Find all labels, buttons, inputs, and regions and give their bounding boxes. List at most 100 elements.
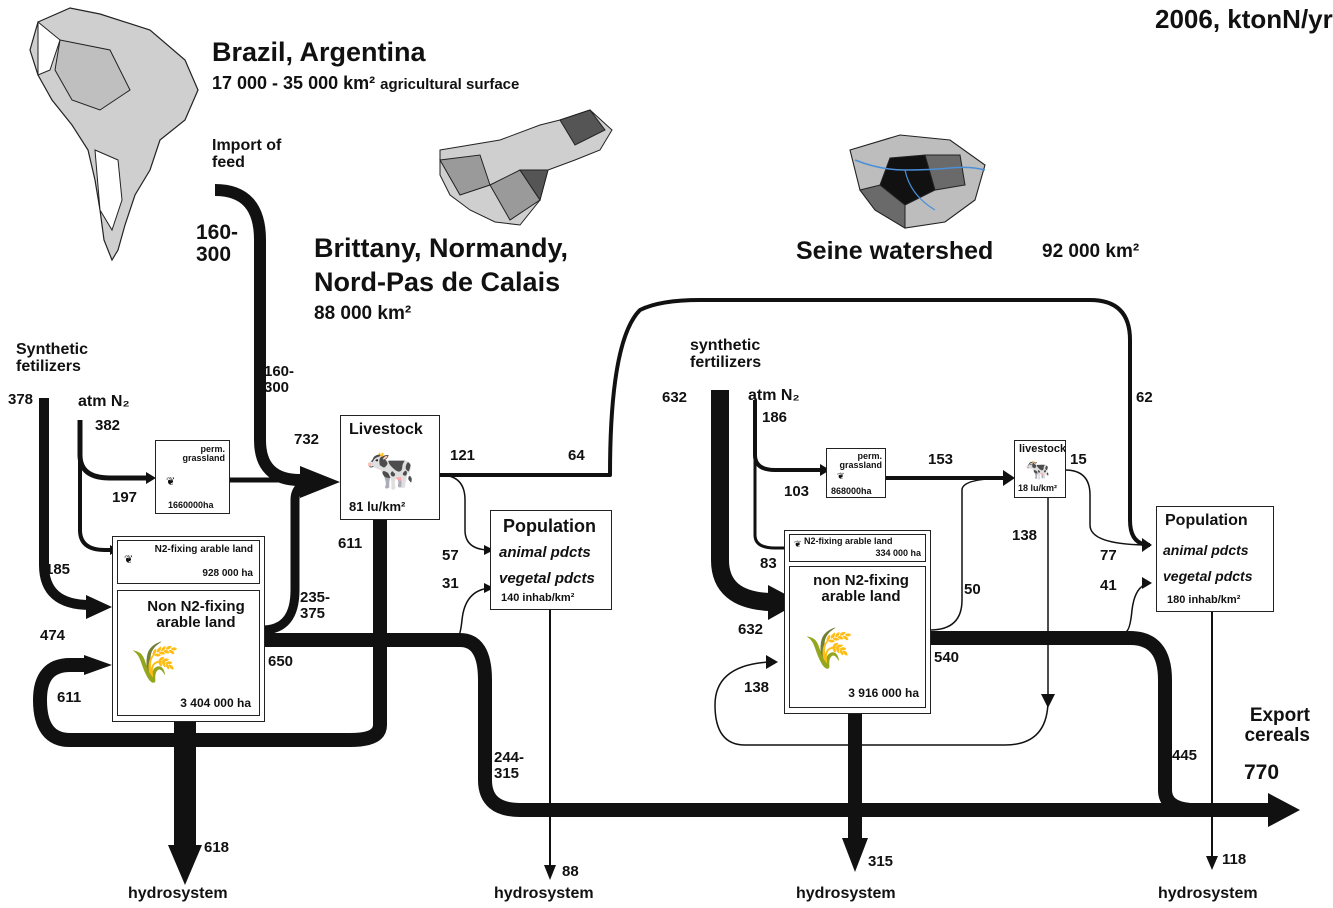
seine-population-density: 180 inhab/km² — [1167, 594, 1241, 606]
brittany-nfix-title: N2-fixing arable land — [154, 544, 253, 555]
seine-synthetic-in-value: 632 — [738, 621, 764, 638]
seine-synthetic-value: 632 — [662, 389, 688, 406]
seine-livestock-density: 18 lu/km² — [1018, 483, 1058, 493]
seine-hydro-pop-value: 118 — [1222, 851, 1247, 868]
brittany-nonfix-area: 3 404 000 ha — [180, 696, 251, 710]
seine-nfix-title: N2-fixing arable land — [804, 536, 893, 546]
brittany-population-vegetal: vegetal pdcts — [499, 570, 595, 587]
seine-population-box: Population animal pdcts vegetal pdcts 18… — [1156, 506, 1274, 612]
brittany-nfix-box: N2-fixing arable land ❦ 928 000 ha — [117, 540, 260, 584]
brittany-perm-grassland-title: perm. grassland — [182, 444, 225, 464]
seine-livestock-manure-value: 138 — [1012, 527, 1038, 544]
brittany-atm-label: atm N₂ — [78, 393, 130, 410]
brittany-perm-grassland-box: perm. grassland ❦ 1660000ha — [155, 440, 230, 514]
brittany-grass-value: 197 — [112, 489, 138, 506]
seine-population-title: Population — [1165, 512, 1248, 529]
brazil-surface-value: 17 000 - 35 000 km² — [212, 73, 376, 93]
seine-nfix-value: 83 — [760, 555, 777, 572]
grass-icon: ❦ — [124, 554, 134, 566]
brittany-export-value: 244- 315 — [494, 749, 525, 782]
brittany-hydro-value: 618 — [204, 839, 230, 856]
import-feed-value-top: 160- 300 — [196, 221, 239, 267]
brittany-regions-map-icon — [439, 109, 613, 226]
seine-perm-grassland-area: 868000ha — [831, 486, 872, 496]
brittany-title-line2: Nord-Pas de Calais — [314, 267, 561, 297]
brazil-surface-label: agricultural surface — [380, 76, 520, 93]
brittany-nonfix-in-value: 474 — [40, 627, 66, 644]
grass-icon: ❦ — [794, 539, 802, 549]
seine-synthetic-label: synthetic fertilizers — [690, 337, 762, 371]
seine-nonfix-box: non N2-fixing arable land 🌾 3 916 000 ha — [789, 566, 926, 708]
brittany-livestock-out-value: 121 — [450, 447, 476, 464]
seine-perm-grassland-title: perm. grassland — [839, 451, 882, 471]
export-label: Export cereals — [1244, 705, 1310, 746]
brittany-nfix-area: 928 000 ha — [202, 568, 253, 579]
import-feed-label: Import of feed — [212, 137, 282, 171]
seine-livestock-box: livestock 🐄 18 lu/km² — [1014, 440, 1066, 498]
cow-icon: 🐄 — [365, 448, 415, 492]
brittany-atm-value: 382 — [95, 417, 121, 434]
seine-hydro-label-2: hydrosystem — [1158, 885, 1258, 902]
seine-vegetal-value: 41 — [1100, 577, 1117, 594]
wheat-icon: 🌾 — [130, 641, 180, 685]
seine-title: Seine watershed — [796, 237, 994, 265]
seine-crop-out-value: 540 — [934, 649, 960, 666]
wheat-icon: 🌾 — [804, 627, 854, 671]
brittany-animal-value: 57 — [442, 547, 459, 564]
brittany-livestock-box: Livestock 🐄 81 lu/km² — [340, 415, 440, 520]
brazil-surface: 17 000 - 35 000 km² agricultural surface — [212, 74, 519, 93]
seine-nfix-area: 334 000 ha — [875, 548, 921, 558]
cow-icon: 🐄 — [1025, 459, 1050, 481]
seine-nfix-box: N2-fixing arable land ❦ 334 000 ha — [789, 534, 926, 562]
grass-icon: ❦ — [166, 476, 176, 488]
south-america-map-icon — [29, 7, 199, 262]
year-unit-title: 2006, ktonN/yr — [1155, 4, 1333, 34]
grass-icon: ❦ — [837, 471, 845, 481]
brittany-crop-out-value: 650 — [268, 653, 294, 670]
seine-grass-to-livestock-value: 153 — [928, 451, 954, 468]
brittany-area: 88 000 km² — [314, 303, 412, 324]
brittany-nonfix-box: Non N2-fixing arable land 🌾 3 404 000 ha — [117, 590, 260, 716]
brittany-livestock-density: 81 lu/km² — [349, 499, 406, 514]
brittany-population-box: Population animal pdcts vegetal pdcts 14… — [490, 510, 612, 610]
brittany-population-animal: animal pdcts — [499, 544, 591, 561]
brittany-livestock-title: Livestock — [349, 421, 423, 438]
brittany-nonfix-title: Non N2-fixing arable land — [147, 598, 245, 631]
brazil-title: Brazil, Argentina — [212, 37, 426, 67]
seine-feed-value: 50 — [964, 581, 981, 598]
export-value: 770 — [1244, 761, 1280, 784]
seine-nonfix-area: 3 916 000 ha — [848, 686, 919, 700]
brittany-feed-local-value: 235- 375 — [300, 589, 331, 622]
seine-hydro-label-1: hydrosystem — [796, 885, 896, 902]
brittany-hydro-label-2: hydrosystem — [494, 885, 594, 902]
brittany-population-density: 140 inhab/km² — [501, 592, 575, 604]
seine-population-animal: animal pdcts — [1163, 542, 1249, 558]
seine-recycle-value: 138 — [744, 679, 770, 696]
brittany-to-seine-value: 64 — [568, 447, 585, 464]
seine-grass-value: 103 — [784, 483, 810, 500]
seine-animal-value: 77 — [1100, 547, 1117, 564]
brittany-perm-grassland-area: 1660000ha — [168, 500, 214, 510]
brittany-vegetal-value: 31 — [442, 575, 459, 592]
brittany-hydro-pop-value: 88 — [562, 863, 579, 880]
seine-area: 92 000 km² — [1042, 241, 1140, 262]
seine-population-vegetal: vegetal pdcts — [1163, 568, 1253, 584]
brittany-nfix-value: 185 — [45, 561, 71, 578]
brittany-hydro-label-1: hydrosystem — [128, 885, 228, 902]
seine-nonfix-title: non N2-fixing arable land — [813, 572, 909, 605]
seine-export-value: 445 — [1172, 747, 1198, 764]
import-feed-value-mid: 160- 300 — [264, 363, 295, 396]
seine-watershed-map-icon — [849, 134, 986, 229]
brittany-recycle-value: 611 — [57, 689, 82, 706]
seine-hydro-value: 315 — [868, 853, 894, 870]
seine-perm-grassland-box: perm. grassland ❦ 868000ha — [826, 448, 886, 498]
brittany-synthetic-label: Synthetic fetilizers — [16, 341, 89, 375]
seine-livestock-to-pop-value: 15 — [1070, 451, 1087, 468]
brittany-title-line1: Brittany, Normandy, — [314, 233, 569, 263]
seine-atm-value: 186 — [762, 409, 788, 426]
brittany-population-title: Population — [503, 516, 596, 536]
seine-atm-label: atm N₂ — [748, 387, 800, 404]
seine-livestock-title: livestock — [1019, 443, 1067, 455]
